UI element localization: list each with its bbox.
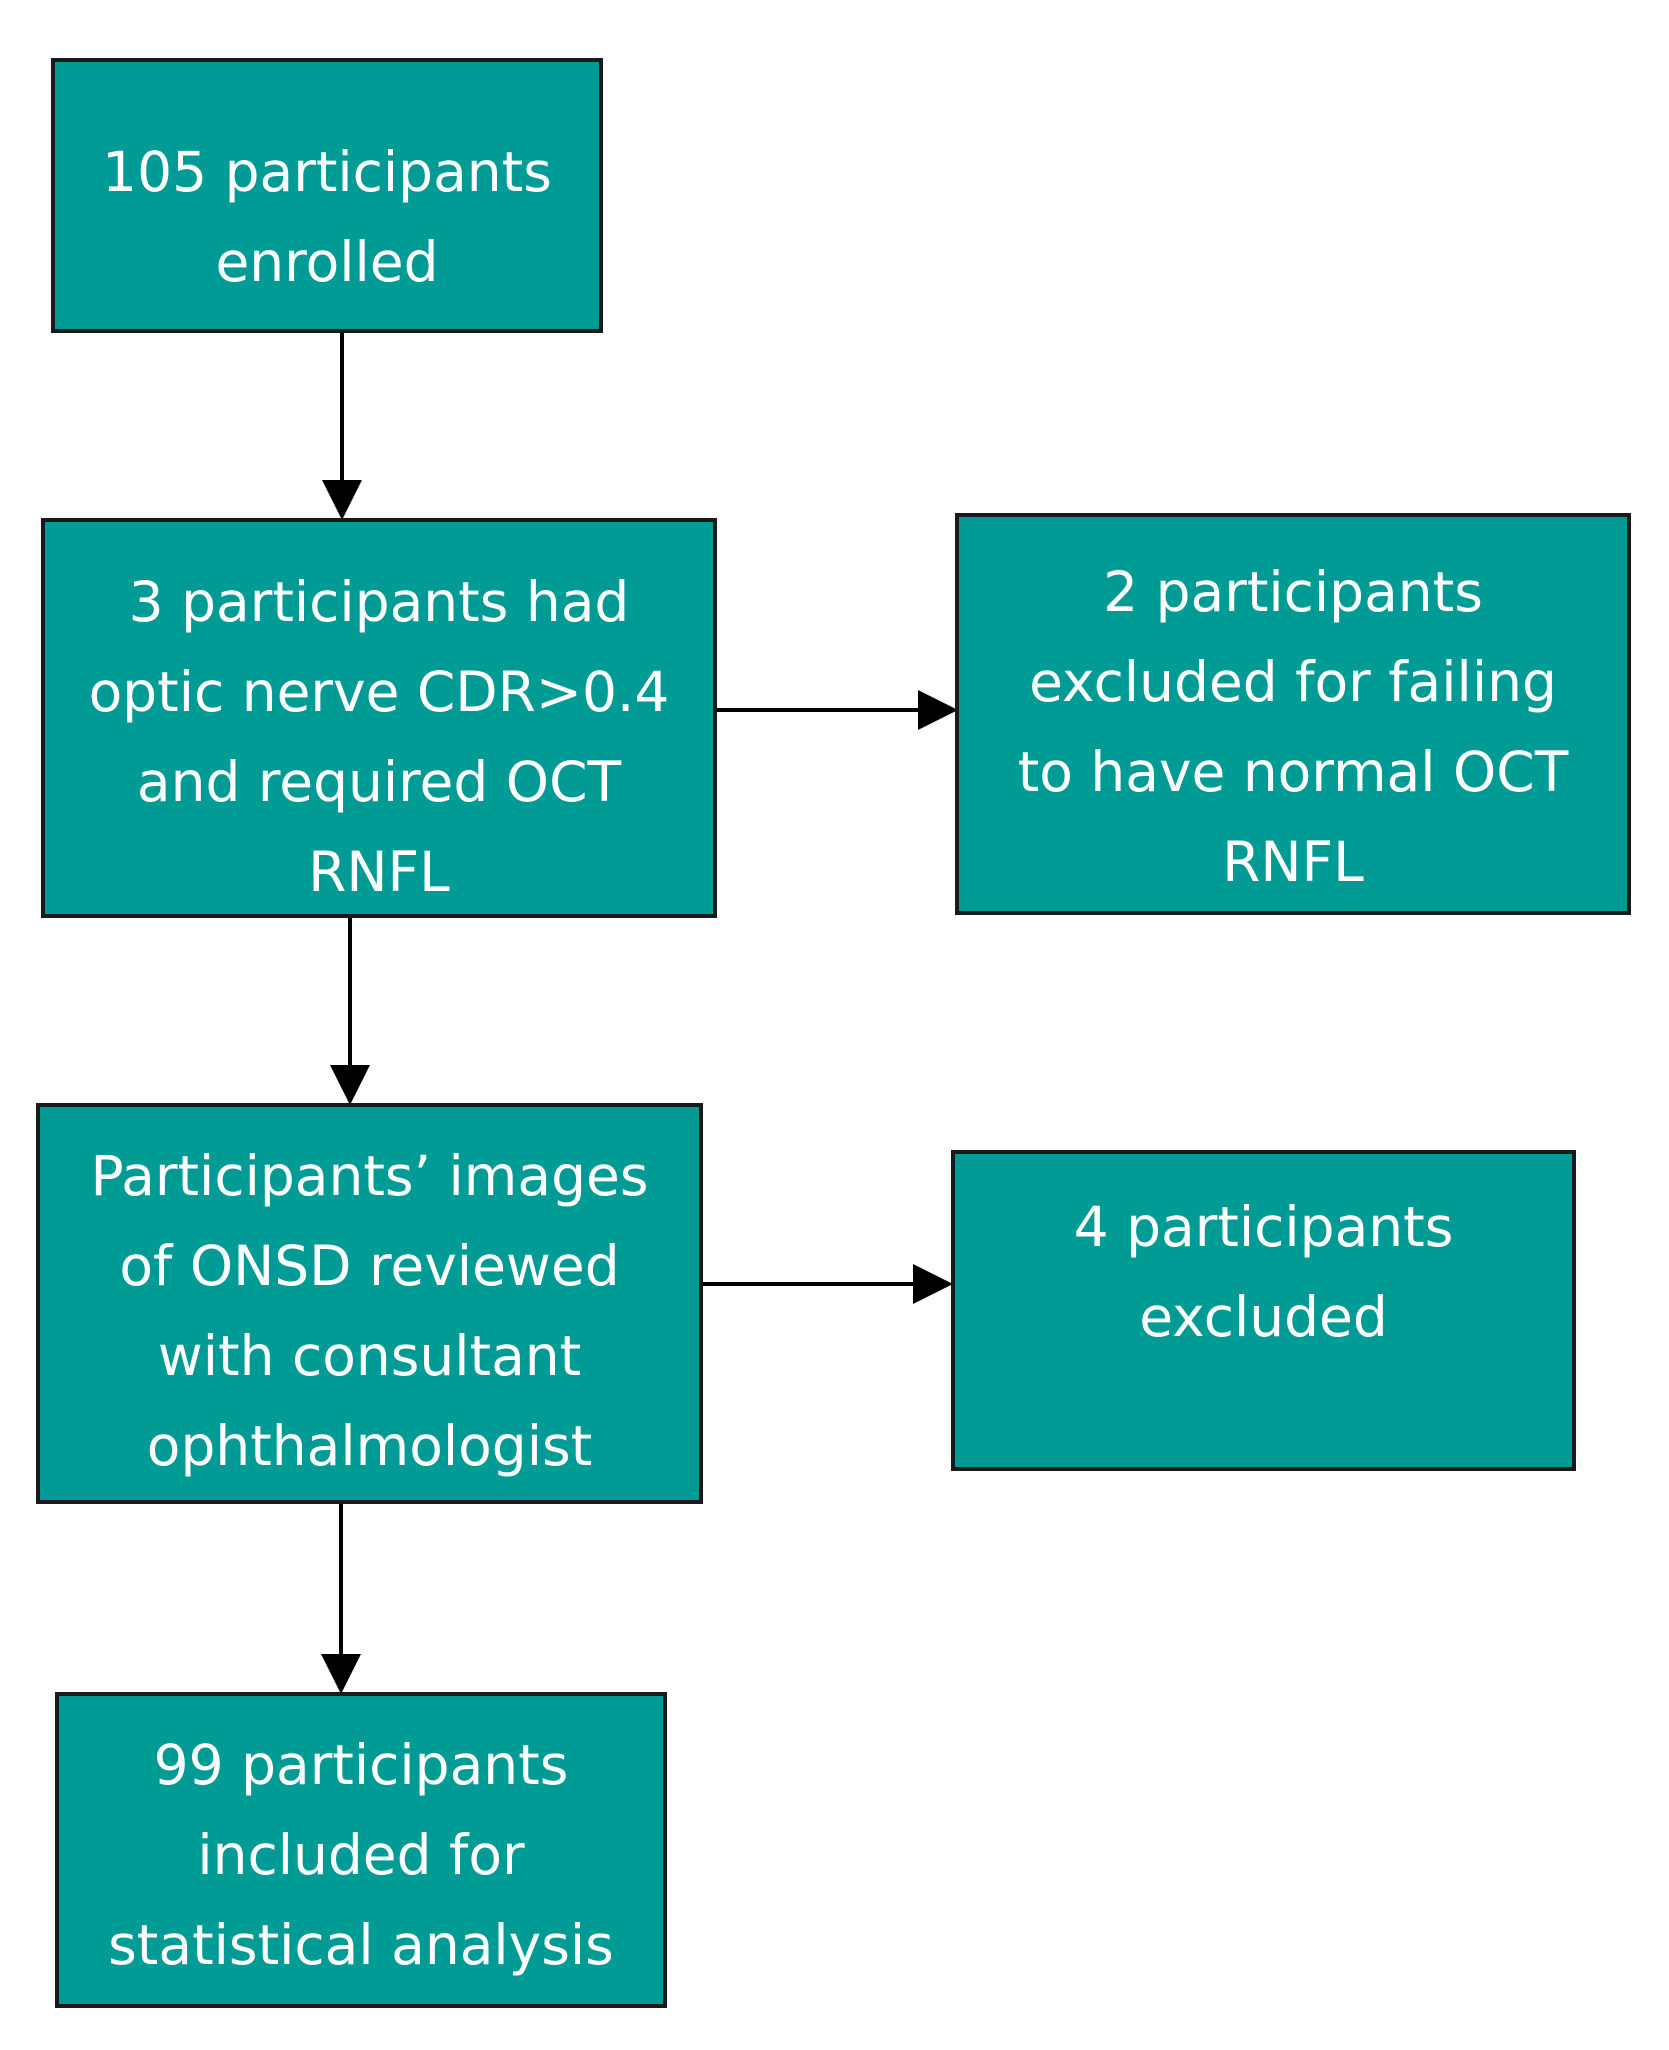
box-enrolled: 105 participants enrolled (51, 58, 603, 333)
box-included-text: 99 participants included for statistical… (108, 1733, 614, 1977)
box-excluded-4: 4 participants excluded (951, 1150, 1576, 1471)
box-cdr-text: 3 participants had optic nerve CDR>0.4 a… (88, 570, 670, 904)
box-onsd-review-text: Participants’ images of ONSD reviewed wi… (90, 1144, 649, 1478)
box-excluded-oct: 2 participants excluded for failing to h… (955, 513, 1631, 915)
box-onsd-review: Participants’ images of ONSD reviewed wi… (36, 1103, 703, 1504)
box-excluded-oct-text: 2 participants excluded for failing to h… (1017, 560, 1569, 894)
box-enrolled-text: 105 participants enrolled (102, 140, 552, 294)
box-excluded-4-text: 4 participants excluded (1073, 1195, 1454, 1349)
box-included: 99 participants included for statistical… (55, 1692, 667, 2008)
box-cdr-over-threshold: 3 participants had optic nerve CDR>0.4 a… (41, 518, 717, 918)
